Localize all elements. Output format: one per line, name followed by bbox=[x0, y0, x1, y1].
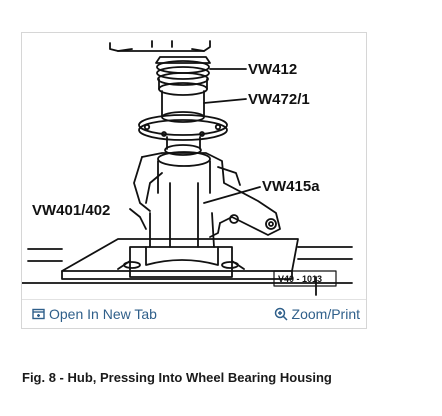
open-in-new-tab-icon bbox=[32, 308, 45, 320]
label-vw415a: VW415a bbox=[262, 178, 320, 195]
zoom-print-link[interactable]: Zoom/Print bbox=[274, 306, 360, 322]
open-in-new-tab-link[interactable]: Open In New Tab bbox=[32, 306, 157, 322]
magnifier-plus-icon bbox=[274, 307, 288, 321]
label-plate-code: V40 - 1013 bbox=[278, 274, 322, 284]
figure-card: VW412 VW472/1 VW415a VW401/402 V40 - 101… bbox=[21, 32, 367, 329]
figure-actions-bar: Open In New Tab Zoom/Print bbox=[22, 299, 366, 329]
label-vw472: VW472/1 bbox=[248, 91, 310, 108]
zoom-print-label: Zoom/Print bbox=[291, 306, 360, 322]
technical-illustration[interactable]: VW412 VW472/1 VW415a VW401/402 V40 - 101… bbox=[22, 33, 366, 299]
label-vw412: VW412 bbox=[248, 61, 297, 78]
figure-caption: Fig. 8 - Hub, Pressing Into Wheel Bearin… bbox=[22, 370, 332, 385]
open-in-new-tab-label: Open In New Tab bbox=[49, 306, 157, 322]
illustration-svg: VW412 VW472/1 VW415a VW401/402 V40 - 101… bbox=[22, 40, 353, 296]
label-vw401-402: VW401/402 bbox=[32, 202, 110, 219]
